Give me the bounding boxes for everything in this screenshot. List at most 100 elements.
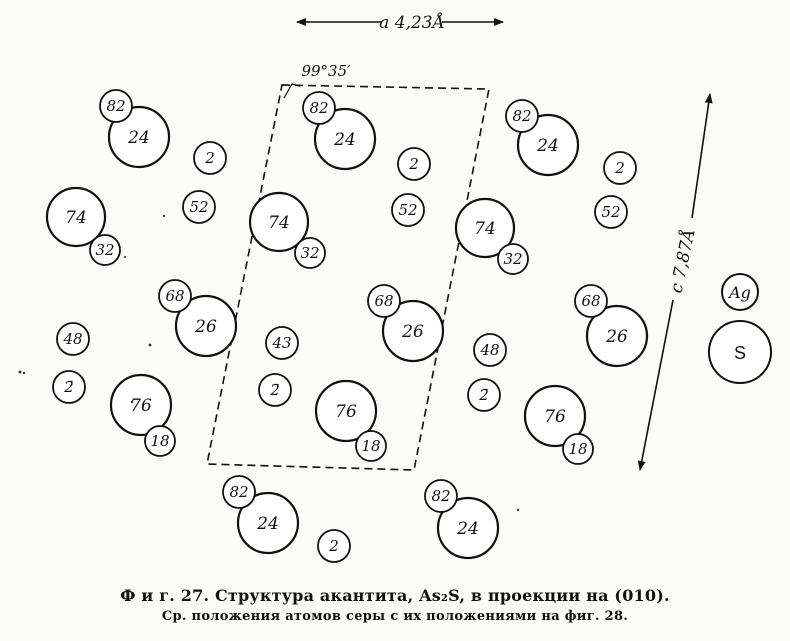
atom-label: 32	[95, 241, 114, 259]
atom-circle	[473, 333, 507, 367]
atom-circle	[248, 191, 310, 253]
atom-silver: 32	[497, 243, 529, 275]
atom-circle	[294, 237, 326, 269]
atom-circle	[397, 147, 431, 181]
legend-ag-label: Ag	[727, 283, 751, 302]
atom-circle	[302, 91, 336, 125]
atom-label: 76	[544, 407, 566, 427]
atom-sulfur: 76	[109, 373, 173, 437]
atom-label: 68	[374, 292, 393, 310]
atom-sulfur: 24	[236, 491, 300, 555]
atom-label: 18	[568, 440, 587, 458]
atom-circle	[516, 113, 580, 177]
atom-label: 52	[601, 203, 620, 221]
atom-label: 82	[512, 107, 531, 125]
atom-sulfur: 26	[381, 299, 445, 363]
atom-silver: 82	[505, 99, 539, 133]
atom-silver: 82	[99, 89, 133, 123]
atom-circle	[355, 430, 387, 462]
atom-label: 24	[333, 130, 356, 150]
atom-sulfur: 24	[313, 107, 377, 171]
atom-circle	[236, 491, 300, 555]
legend-s-label: S	[734, 343, 746, 363]
atom-circle	[144, 425, 176, 457]
atom-circle	[193, 141, 227, 175]
cell-angle-label: 99°35′	[301, 62, 351, 80]
c-axis-label: c 7,87Å	[666, 227, 700, 295]
c-axis-arrow: c 7,87Å	[637, 93, 713, 471]
atom-circle	[523, 384, 587, 448]
atom-circle	[603, 151, 637, 185]
atom-label: 68	[165, 287, 184, 305]
atom-sulfur: 74	[45, 186, 107, 248]
atom-silver: 52	[391, 193, 425, 227]
atom-circle	[436, 496, 500, 560]
atom-label: 82	[431, 487, 450, 505]
atom-circle	[45, 186, 107, 248]
atom-silver: 52	[594, 195, 628, 229]
atom-sulfur: 76	[523, 384, 587, 448]
atom-circle	[109, 373, 173, 437]
atom-silver: 48	[56, 322, 90, 356]
atom-label: 74	[65, 208, 87, 228]
atom-silver: 43	[265, 326, 299, 360]
atom-circle	[381, 299, 445, 363]
atom-label: 2	[408, 155, 419, 173]
figure-caption: Ф и г. 27. Структура акантита, As₂S, в п…	[120, 586, 670, 605]
atom-circle	[52, 370, 86, 404]
atom-silver: 18	[562, 433, 594, 465]
atom-circle	[107, 105, 171, 169]
atom-silver: 2	[193, 141, 227, 175]
atom-sulfur: 76	[314, 379, 378, 443]
atom-silver: 18	[355, 430, 387, 462]
atom-silver: 2	[317, 529, 351, 563]
atom-label: 76	[335, 402, 357, 422]
atom-silver: 2̄	[258, 373, 292, 407]
cell-angle-mark: 99°35′	[283, 62, 351, 99]
atom-label: 26	[401, 322, 424, 342]
atom-circle	[454, 197, 516, 259]
atom-sulfur: 74	[454, 197, 516, 259]
atom-silver: 82	[222, 475, 256, 509]
print-specks	[18, 214, 520, 512]
atom-label: 24	[127, 128, 150, 148]
a-axis-label: a 4,23Å	[379, 12, 445, 33]
atom-circle	[89, 234, 121, 266]
atom-label: 32	[300, 244, 319, 262]
atom-silver: 82	[302, 91, 336, 125]
atom-circle	[158, 279, 192, 313]
atom-silver: 2	[603, 151, 637, 185]
atom-label: 52	[189, 198, 208, 216]
atom-circle	[314, 379, 378, 443]
atom-label: 32	[503, 250, 522, 268]
atom-label: 68	[581, 292, 600, 310]
atom-label: 18	[361, 437, 380, 455]
atom-silver: 2̄	[467, 378, 501, 412]
atom-label: 26	[194, 317, 217, 337]
atom-silver: 68	[158, 279, 192, 313]
atom-circle	[313, 107, 377, 171]
atom-silver: 82	[424, 479, 458, 513]
atom-circle	[574, 284, 608, 318]
atom-sulfur: 24	[516, 113, 580, 177]
atom-label: 82	[229, 483, 248, 501]
atom-label: 82	[106, 97, 125, 115]
atom-silver: 68	[574, 284, 608, 318]
atom-label: 76	[130, 396, 152, 416]
atom-silver: 32	[294, 237, 326, 269]
atom-circle	[182, 190, 216, 224]
atom-label: 2̄	[269, 381, 280, 399]
atom-circle	[594, 195, 628, 229]
atom-label: 26	[605, 327, 628, 347]
legend-ag-circle	[721, 273, 759, 311]
figure-caption-note: Ср. положения атомов серы с их положения…	[161, 609, 629, 624]
atom-label: 2	[614, 159, 625, 177]
atom-circle	[367, 284, 401, 318]
atom-label: 74	[268, 213, 290, 233]
atom-label: 2̄	[63, 378, 74, 396]
atom-circle	[317, 529, 351, 563]
atom-label: 82	[309, 99, 328, 117]
atom-silver: 48	[473, 333, 507, 367]
